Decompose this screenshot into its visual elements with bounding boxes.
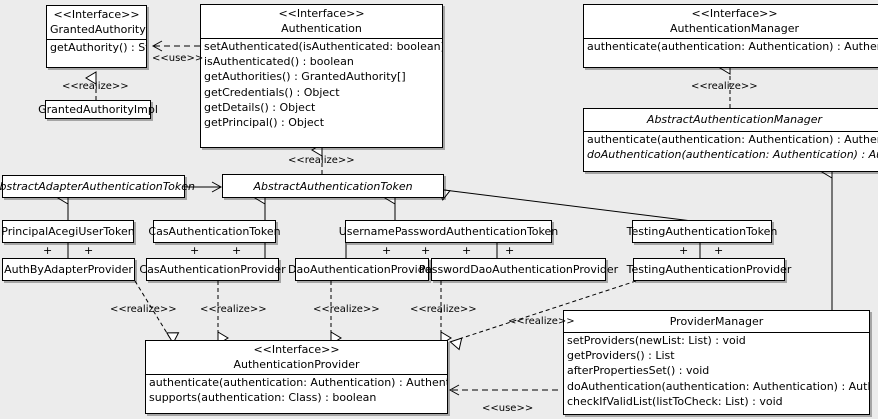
class-provider-manager[interactable]: ProviderManager setProviders(newList: Li…: [563, 310, 870, 415]
operation: setProviders(newList: List) : void: [567, 334, 746, 347]
class-operations: getAuthority() : String: [47, 39, 146, 55]
operation: getCredentials() : Object: [204, 85, 340, 99]
class-name: AbstractAuthenticationManager: [646, 113, 823, 126]
class-authentication-provider[interactable]: <<Interface>> AuthenticationProvider aut…: [145, 340, 448, 414]
association-marker-plus: +: [462, 244, 472, 257]
operation: afterPropertiesSet() : void: [567, 364, 710, 378]
operation: authenticate(authentication: Authenticat…: [587, 133, 878, 146]
class-granted-authority[interactable]: <<Interface>> GrantedAuthority getAuthor…: [46, 5, 147, 68]
edge-label-use-granted-authority: <<use>>: [152, 53, 204, 64]
class-abstract-authentication-token[interactable]: AbstractAuthenticationToken: [222, 174, 444, 198]
edge-label-realize-cas-provider: <<realize>>: [200, 304, 267, 315]
association-marker-plus: +: [43, 244, 53, 257]
edge-testing-token-extends-abstract-authentication-token: [437, 188, 701, 223]
class-name: GrantedAuthorityImpl: [38, 103, 158, 116]
class-name: AuthenticationProvider: [233, 358, 360, 371]
class-name: AuthByAdapterProvider: [4, 263, 133, 276]
class-operations: setAuthenticated(isAuthenticated: boolea…: [201, 38, 442, 130]
class-stereotype: <<Interface>>: [253, 343, 340, 356]
association-marker-plus: +: [714, 244, 724, 257]
class-cas-authentication-token[interactable]: CasAuthenticationToken: [148, 220, 281, 243]
operation: setAuthenticated(isAuthenticated: boolea…: [204, 40, 442, 53]
class-header: <<Interface>> GrantedAuthority: [47, 6, 146, 39]
operation: doAuthentication(authentication: Authent…: [567, 379, 869, 393]
class-stereotype: <<Interface>>: [278, 7, 365, 20]
edge-label-realize-abstract-authentication-token: <<realize>>: [288, 155, 355, 166]
operation: doAuthentication(authentication: Authent…: [587, 148, 878, 162]
operation: getAuthority() : String: [50, 41, 146, 54]
class-authentication-manager[interactable]: <<Interface>> AuthenticationManager auth…: [583, 4, 878, 68]
class-name: AbstractAdapterAuthenticationToken: [0, 180, 195, 193]
class-operations: setProviders(newList: List) : void getPr…: [564, 332, 869, 409]
class-name: CasAuthenticationProvider: [139, 263, 286, 276]
class-name: PrincipalAcegiUserToken: [1, 225, 135, 238]
class-name: AuthenticationManager: [670, 22, 799, 35]
class-operations: authenticate(authentication: Authenticat…: [584, 38, 878, 54]
operation: getAuthorities() : GrantedAuthority[]: [204, 70, 406, 84]
operation: authenticate(authentication: Authenticat…: [587, 40, 878, 53]
class-testing-authentication-token[interactable]: TestingAuthenticationToken: [627, 220, 777, 243]
class-name: Authentication: [281, 22, 362, 35]
association-marker-plus: +: [232, 244, 242, 257]
operation: isAuthenticated() : boolean: [204, 55, 354, 69]
class-name: TestingAuthenticationToken: [626, 225, 778, 238]
class-name: ProviderManager: [669, 315, 764, 328]
association-marker-plus: +: [505, 244, 515, 257]
class-name: TestingAuthenticationProvider: [626, 263, 792, 276]
edge-label-realize-abstract-authentication-manager: <<realize>>: [691, 81, 758, 92]
class-stereotype: <<Interface>>: [53, 8, 140, 21]
edge-label-use-provider-manager: <<use>>: [482, 403, 534, 414]
association-marker-plus: +: [421, 244, 431, 257]
class-password-dao-authentication-provider[interactable]: PasswordDaoAuthenticationProvider: [419, 258, 618, 281]
edge-label-realize-dao-provider: <<realize>>: [313, 304, 380, 315]
class-testing-authentication-provider[interactable]: TestingAuthenticationProvider: [627, 258, 791, 281]
edge-label-realize-password-dao-provider: <<realize>>: [410, 304, 477, 315]
class-name: DaoAuthenticationProvider: [288, 263, 436, 276]
class-username-password-authentication-token[interactable]: UsernamePasswordAuthenticationToken: [339, 220, 558, 243]
class-name: CasAuthenticationToken: [148, 225, 281, 238]
class-stereotype: <<Interface>>: [691, 7, 778, 20]
edge-label-realize-granted-authority-impl: <<realize>>: [62, 81, 129, 92]
association-marker-plus: +: [84, 244, 94, 257]
operation: supports(authentication: Class) : boolea…: [149, 391, 377, 405]
class-name: UsernamePasswordAuthenticationToken: [338, 225, 559, 238]
class-authentication[interactable]: <<Interface>> Authentication setAuthenti…: [200, 4, 443, 148]
class-header: <<Interface>> AuthenticationProvider: [146, 341, 447, 374]
association-marker-plus: +: [679, 244, 689, 257]
class-auth-by-adapter-provider[interactable]: AuthByAdapterProvider: [2, 258, 135, 281]
operation: getDetails() : Object: [204, 100, 316, 114]
class-name: AbstractAuthenticationToken: [253, 179, 413, 193]
class-dao-authentication-provider[interactable]: DaoAuthenticationProvider: [288, 258, 436, 281]
operation: getPrincipal() : Object: [204, 116, 325, 130]
operation: getProviders() : List: [567, 349, 675, 363]
class-abstract-authentication-manager[interactable]: AbstractAuthenticationManager authentica…: [583, 108, 878, 172]
class-operations: authenticate(authentication: Authenticat…: [584, 131, 878, 162]
operation: checkIfValidList(listToCheck: List) : vo…: [567, 394, 783, 408]
association-marker-plus: +: [382, 244, 392, 257]
association-marker-plus: +: [190, 244, 200, 257]
class-abstract-adapter-authentication-token[interactable]: AbstractAdapterAuthenticationToken: [0, 175, 195, 198]
class-header: <<Interface>> AuthenticationManager: [584, 5, 878, 38]
operation: authenticate(authentication: Authenticat…: [149, 376, 447, 389]
class-cas-authentication-provider[interactable]: CasAuthenticationProvider: [139, 258, 286, 281]
class-header: ProviderManager: [564, 311, 869, 332]
class-name: GrantedAuthority: [50, 23, 146, 36]
edge-label-realize-testing-provider: <<realize>>: [508, 316, 575, 327]
class-principal-acegi-user-token[interactable]: PrincipalAcegiUserToken: [1, 220, 135, 243]
class-name: PasswordDaoAuthenticationProvider: [418, 263, 619, 276]
class-granted-authority-impl[interactable]: GrantedAuthorityImpl: [38, 100, 158, 119]
class-operations: authenticate(authentication: Authenticat…: [146, 374, 447, 405]
class-header: AbstractAuthenticationManager: [584, 109, 878, 131]
class-header: <<Interface>> Authentication: [201, 5, 442, 38]
edge-label-realize-auth-by-adapter-provider: <<realize>>: [110, 304, 177, 315]
